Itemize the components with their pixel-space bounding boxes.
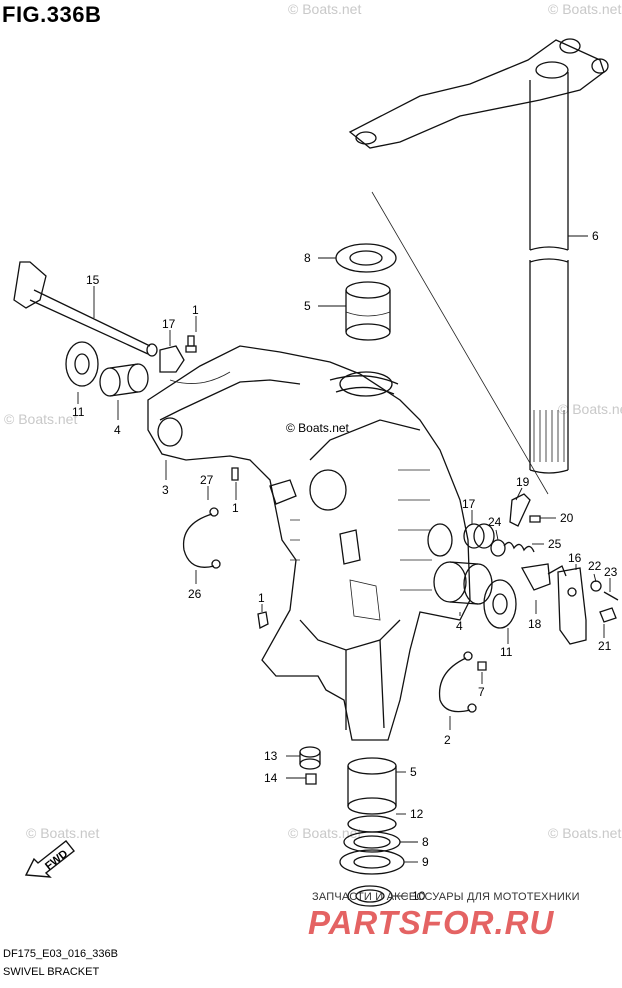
callout-6: 6: [592, 229, 599, 243]
callout-11: 11: [72, 405, 85, 419]
lower-cap[interactable]: [299, 746, 321, 770]
o-ring[interactable]: [490, 539, 506, 557]
right-small-bushing[interactable]: [463, 523, 495, 549]
callout-3: 3: [162, 483, 169, 497]
callout-23: 23: [604, 565, 618, 579]
callout-16: 16: [568, 551, 582, 565]
ground-wire-lower[interactable]: [438, 651, 477, 713]
callout-5: 5: [410, 765, 417, 779]
watermark: © Boats.net: [548, 825, 621, 841]
lower-washer-8[interactable]: [343, 831, 401, 853]
shop-tagline: ЗАПЧАСТИ И АКСЕССУАРЫ ДЛЯ МОТОТЕХНИКИ: [312, 891, 580, 903]
callout-9: 9: [422, 855, 429, 869]
lever-plate[interactable]: [557, 567, 587, 645]
bolt-20[interactable]: [529, 515, 541, 523]
watermark: © Boats.net: [288, 825, 361, 841]
callout-4: 4: [114, 423, 121, 437]
callout-17: 17: [462, 497, 476, 511]
callout-7: 7: [478, 685, 485, 699]
tilt-tube[interactable]: [13, 261, 158, 357]
small-washer[interactable]: [590, 580, 602, 592]
lower-ring[interactable]: [347, 815, 397, 833]
shop-logo: PARTSFOR.RU: [308, 904, 555, 941]
callout-8: 8: [422, 835, 429, 849]
lower-bushing[interactable]: [347, 757, 397, 815]
ground-wire-upper[interactable]: [182, 507, 221, 569]
figure-title: FIG.336B: [2, 2, 102, 27]
stopper-bracket[interactable]: [509, 493, 531, 527]
grease-fitting[interactable]: [185, 335, 197, 353]
diagram-caption: SWIVEL BRACKET: [3, 966, 100, 978]
fwd-arrow-icon: FWD: [24, 840, 75, 878]
grease-fitting-lower[interactable]: [257, 611, 269, 629]
callout-17: 17: [162, 317, 176, 331]
right-nut[interactable]: [599, 607, 617, 623]
cotter-pin[interactable]: [603, 591, 619, 601]
lower-bolt[interactable]: [305, 773, 317, 785]
callout-13: 13: [264, 749, 278, 763]
callout-26: 26: [188, 587, 202, 601]
callout-25: 25: [548, 537, 562, 551]
callout-12: 12: [410, 807, 424, 821]
bolt-27[interactable]: [231, 467, 239, 481]
callout-2: 2: [444, 733, 451, 747]
callout-1: 1: [258, 591, 265, 605]
callout-5: 5: [304, 299, 311, 313]
callout-1: 1: [232, 501, 239, 515]
right-washer[interactable]: [483, 579, 517, 629]
upper-washer[interactable]: [335, 243, 397, 273]
callout-15: 15: [86, 273, 100, 287]
steering-arm[interactable]: [348, 38, 609, 474]
tilt-lock-lever[interactable]: [520, 563, 567, 591]
watermark: © Boats.net: [558, 401, 622, 417]
callout-21: 21: [598, 639, 612, 653]
callout-18: 18: [528, 617, 542, 631]
callout-11: 11: [500, 645, 513, 659]
left-bushing[interactable]: [99, 363, 149, 397]
swivel-bracket-body[interactable]: [147, 345, 471, 741]
upper-bushing[interactable]: [345, 281, 391, 341]
callout-10: 10: [412, 889, 426, 903]
callout-24: 24: [488, 515, 502, 529]
callout-14: 14: [264, 771, 278, 785]
center-watermark: © Boats.net: [286, 421, 350, 435]
callouts: 6 8 5 15 1 17 11 4 3 27 1 26 1 19 20 17 …: [72, 229, 618, 903]
watermark: © Boats.net: [4, 411, 77, 427]
watermark: © Boats.net: [26, 825, 99, 841]
guide-line: [371, 191, 549, 495]
bolt-7[interactable]: [477, 661, 487, 671]
leader-lines: [77, 235, 611, 897]
callout-1: 1: [192, 303, 199, 317]
spring[interactable]: [503, 541, 535, 553]
tilt-nut[interactable]: [159, 345, 185, 373]
right-bushing[interactable]: [433, 561, 493, 605]
callout-19: 19: [516, 475, 530, 489]
model-code: DF175_E03_016_336B: [3, 948, 118, 960]
left-washer[interactable]: [65, 341, 99, 387]
lower-washer-9[interactable]: [339, 849, 405, 875]
callout-4: 4: [456, 619, 463, 633]
callout-8: 8: [304, 251, 311, 265]
callout-20: 20: [560, 511, 574, 525]
callout-22: 22: [588, 559, 602, 573]
watermarks: © Boats.net © Boats.net © Boats.net © Bo…: [4, 1, 622, 841]
watermark: © Boats.net: [548, 1, 621, 17]
watermark: © Boats.net: [288, 1, 361, 17]
callout-27: 27: [200, 473, 214, 487]
